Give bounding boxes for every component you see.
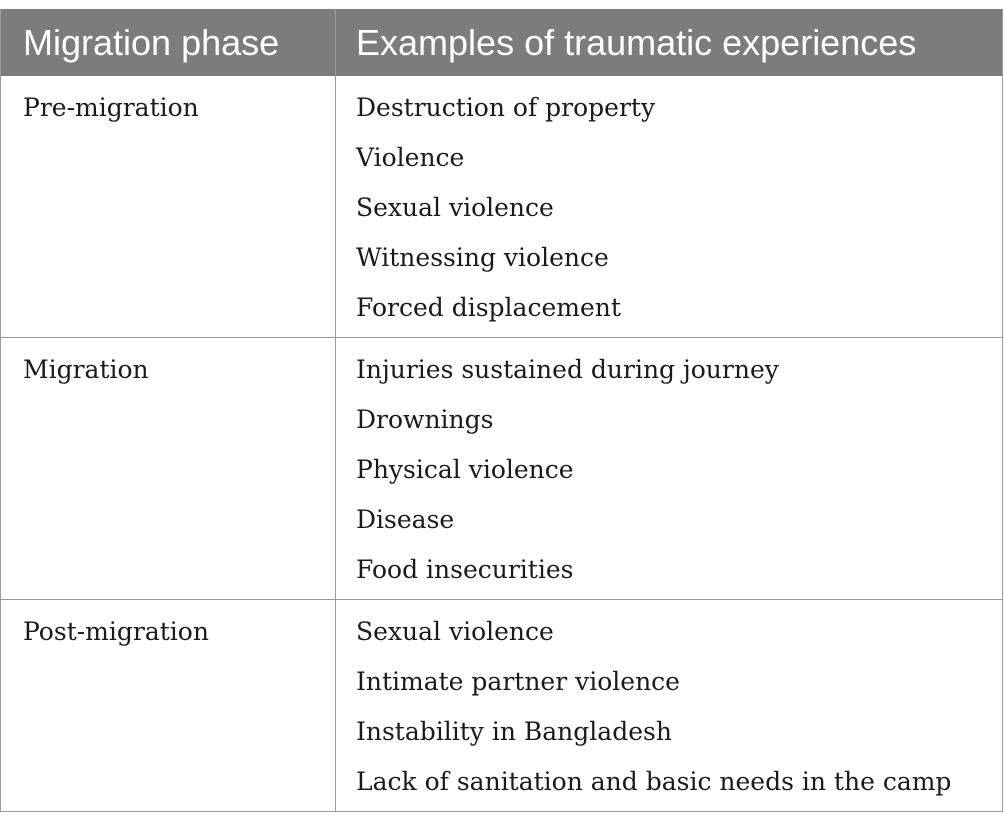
experience-item: Forced displacement	[356, 293, 621, 322]
experience-item: Lack of sanitation and basic needs in th…	[356, 767, 952, 796]
experiences-cell: Sexual violence Intimate partner violenc…	[336, 600, 1002, 811]
phase-cell: Pre-migration	[1, 76, 336, 337]
table-row-pre-migration: Pre-migration Destruction of property Vi…	[1, 76, 1002, 337]
phase-cell: Post-migration	[1, 600, 336, 811]
experience-item: Instability in Bangladesh	[356, 717, 672, 746]
table-header: Migration phase Examples of traumatic ex…	[1, 9, 1002, 76]
experience-item: Intimate partner violence	[356, 667, 680, 696]
phase-cell: Migration	[1, 338, 336, 599]
experience-item: Food insecurities	[356, 555, 574, 584]
experience-item: Physical violence	[356, 455, 574, 484]
experience-item: Drownings	[356, 405, 494, 434]
header-traumatic-experiences: Examples of traumatic experiences	[356, 22, 917, 63]
experience-item: Injuries sustained during journey	[356, 355, 779, 384]
table-row-post-migration: Post-migration Sexual violence Intimate …	[1, 599, 1002, 811]
experience-item: Sexual violence	[356, 617, 554, 646]
experiences-cell: Injuries sustained during journey Drowni…	[336, 338, 1002, 599]
experience-item: Witnessing violence	[356, 243, 609, 272]
experiences-cell: Destruction of property Violence Sexual …	[336, 76, 1002, 337]
table-row-migration: Migration Injuries sustained during jour…	[1, 337, 1002, 599]
experience-item: Disease	[356, 505, 455, 534]
experience-item: Destruction of property	[356, 93, 656, 122]
header-migration-phase: Migration phase	[1, 9, 336, 76]
trauma-table: Migration phase Examples of traumatic ex…	[0, 9, 1003, 812]
table-body: Pre-migration Destruction of property Vi…	[1, 76, 1002, 811]
experience-item: Violence	[356, 143, 465, 172]
experience-item: Sexual violence	[356, 193, 554, 222]
